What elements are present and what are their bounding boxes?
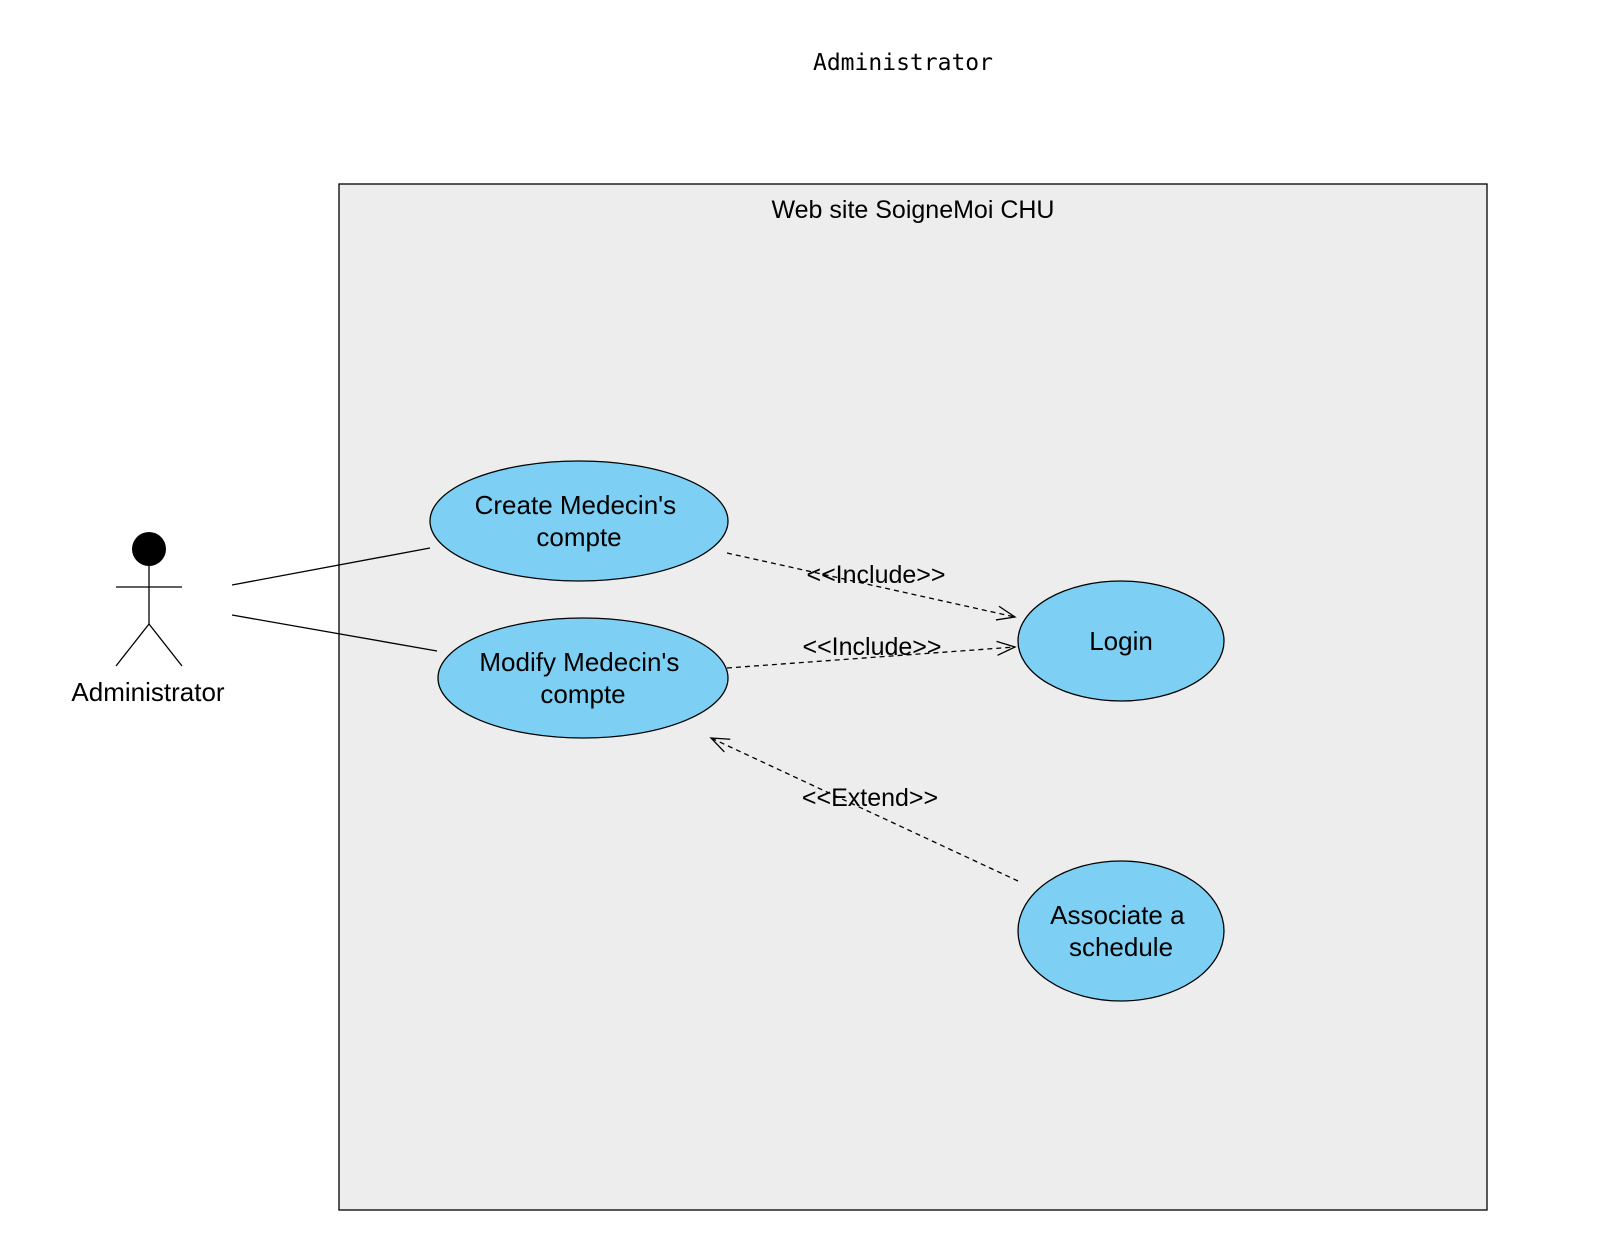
association-create[interactable]	[231, 547, 431, 586]
use-case-login-label: Login	[1089, 626, 1153, 656]
actor-administrator[interactable]	[115, 532, 183, 667]
actor-head-icon	[132, 532, 166, 566]
use-case-associate-schedule-label: Associate a schedule	[1050, 900, 1192, 962]
association-modify[interactable]	[231, 614, 438, 652]
use-case-create-medecin-label: Create Medecin's compte	[475, 490, 684, 552]
include-modify-login-arrow[interactable]	[726, 640, 1017, 669]
use-case-login[interactable]	[1017, 580, 1225, 702]
system-boundary-label: Web site SoigneMoi CHU	[772, 196, 1055, 224]
use-case-modify-medecin[interactable]	[437, 617, 729, 739]
include-label-create: <<Include>>	[806, 561, 945, 589]
use-case-modify-medecin-label: Modify Medecin's compte	[479, 647, 686, 709]
include-create-login-arrow[interactable]	[726, 552, 1017, 621]
extend-associate-modify-arrow[interactable]	[709, 737, 1019, 882]
use-case-create-medecin[interactable]	[429, 460, 729, 582]
extend-label: <<Extend>>	[802, 784, 938, 812]
diagram-heading: Administrator	[813, 50, 993, 76]
actor-label: Administrator	[71, 677, 224, 707]
use-case-associate-schedule[interactable]	[1017, 860, 1225, 1002]
include-label-modify: <<Include>>	[802, 633, 941, 661]
